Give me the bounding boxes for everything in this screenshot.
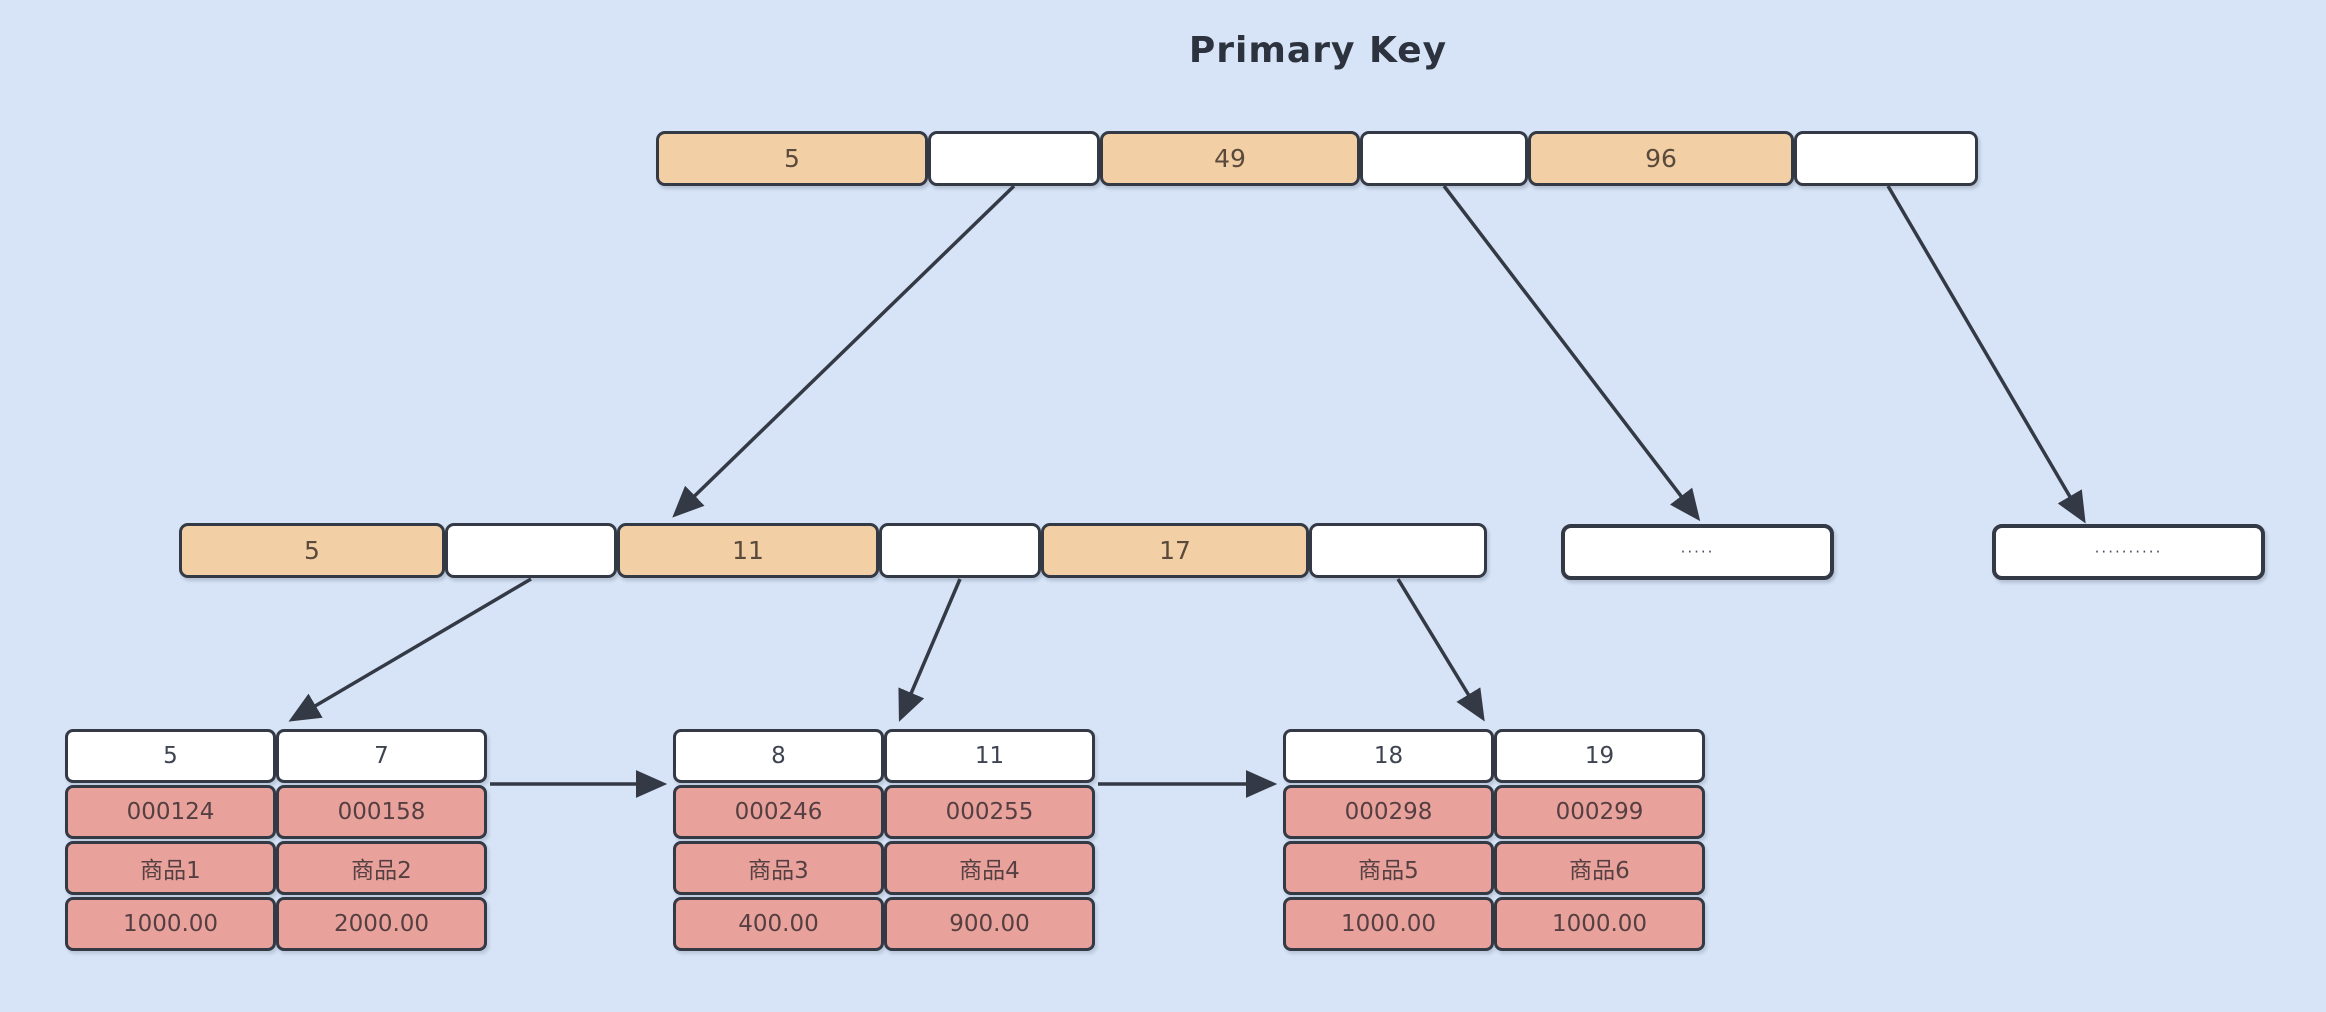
leaf-node-1: 5 7 000124 000158 商品1 商品2 1000.00 2000.0… [65,729,487,951]
leaf-record-row: 1000.00 2000.00 [65,897,487,951]
record-name-cell: 商品3 [673,841,884,895]
record-id-cell: 000299 [1494,785,1705,839]
arrow-internal-to-leaf-2 [898,578,962,722]
leaf-record-row: 000246 000255 [673,785,1095,839]
leaf-key-row: 18 19 [1283,729,1705,783]
leaf-record-row: 商品3 商品4 [673,841,1095,895]
root-key-cell-3: 96 [1528,131,1794,186]
record-price-cell: 900.00 [884,897,1095,951]
record-price-cell: 2000.00 [276,897,487,951]
arrow-internal-to-leaf-1 [288,577,532,722]
leaf-record-row: 400.00 900.00 [673,897,1095,951]
record-id-cell: 000158 [276,785,487,839]
leaf-key-cell: 8 [673,729,884,783]
internal-node: 5 11 17 [179,523,1487,578]
record-id-cell: 000246 [673,785,884,839]
arrow-root-to-internal [672,184,1016,518]
record-name-cell: 商品6 [1494,841,1705,895]
root-pointer-cell-3 [1794,131,1978,186]
leaf-record-row: 1000.00 1000.00 [1283,897,1705,951]
leaf-key-row: 5 7 [65,729,487,783]
leaf-key-cell: 7 [276,729,487,783]
collapsed-internal-node-2: ·········· [1992,524,2265,580]
arrow-root-to-collapsed-1 [1442,184,1701,522]
record-price-cell: 1000.00 [1283,897,1494,951]
leaf-record-row: 000124 000158 [65,785,487,839]
record-name-cell: 商品5 [1283,841,1494,895]
record-price-cell: 1000.00 [65,897,276,951]
record-name-cell: 商品2 [276,841,487,895]
record-price-cell: 400.00 [673,897,884,951]
root-key-cell-1: 5 [656,131,928,186]
internal-pointer-cell-3 [1309,523,1487,578]
leaf-key-cell: 11 [884,729,1095,783]
ellipsis-label: ····· [1680,543,1715,561]
diagram-title: Primary Key [1188,30,1448,71]
record-name-cell: 商品4 [884,841,1095,895]
ellipsis-label: ·········· [2094,543,2163,561]
record-name-cell: 商品1 [65,841,276,895]
leaf-key-cell: 19 [1494,729,1705,783]
arrow-root-to-collapsed-2 [1886,185,2086,524]
record-id-cell: 000255 [884,785,1095,839]
record-price-cell: 1000.00 [1494,897,1705,951]
leaf-node-2: 8 11 000246 000255 商品3 商品4 400.00 900.00 [673,729,1095,951]
leaf-key-row: 8 11 [673,729,1095,783]
root-pointer-cell-2 [1360,131,1528,186]
leaf-record-row: 000298 000299 [1283,785,1705,839]
internal-pointer-cell-1 [445,523,617,578]
internal-key-cell-1: 5 [179,523,445,578]
root-node: 5 49 96 [656,131,1978,186]
record-id-cell: 000124 [65,785,276,839]
internal-key-cell-2: 11 [617,523,879,578]
internal-pointer-cell-2 [879,523,1041,578]
record-id-cell: 000298 [1283,785,1494,839]
leaf-key-cell: 5 [65,729,276,783]
leaf-node-3: 18 19 000298 000299 商品5 商品6 1000.00 1000… [1283,729,1705,951]
internal-key-cell-3: 17 [1041,523,1309,578]
leaf-record-row: 商品5 商品6 [1283,841,1705,895]
collapsed-internal-node-1: ····· [1561,524,1834,580]
arrow-internal-to-leaf-3 [1396,578,1485,722]
root-key-cell-2: 49 [1100,131,1360,186]
root-pointer-cell-1 [928,131,1100,186]
leaf-record-row: 商品1 商品2 [65,841,487,895]
leaf-key-cell: 18 [1283,729,1494,783]
